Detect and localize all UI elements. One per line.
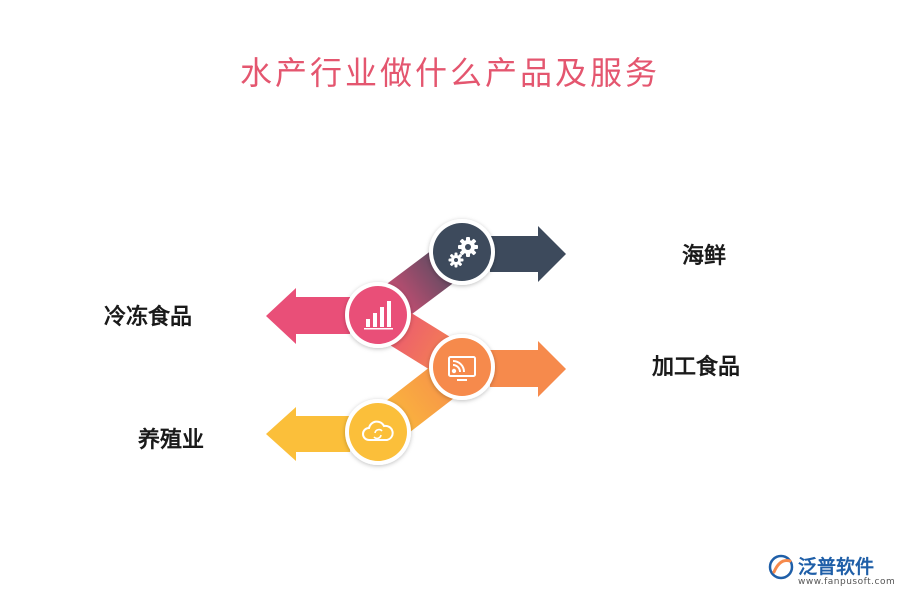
node-frozen	[345, 282, 411, 348]
bar-chart-icon	[364, 301, 393, 330]
node-farming	[345, 399, 411, 465]
logo-name: 泛普软件	[798, 556, 875, 578]
logo-mark-icon	[768, 554, 794, 580]
arrow-seafood	[490, 226, 566, 282]
node-seafood	[429, 219, 495, 285]
node-processed	[429, 334, 495, 400]
label-farming: 养殖业	[138, 427, 205, 453]
gears-icon	[448, 237, 478, 268]
label-processed-food: 加工食品	[652, 354, 741, 380]
label-seafood: 海鲜	[682, 243, 727, 269]
cloud-sync-icon	[362, 420, 394, 441]
page-title: 水产行业做什么产品及服务	[239, 54, 660, 92]
logo-url: www.fanpusoft.com	[798, 577, 896, 587]
arrow-farming	[266, 407, 350, 461]
brand-logo: 泛普软件 www.fanpusoft.com	[768, 552, 896, 598]
arrow-frozen	[266, 288, 350, 344]
arrow-processed	[490, 341, 566, 397]
screen-broadcast-icon	[448, 356, 476, 381]
label-frozen-food: 冷冻食品	[104, 304, 193, 330]
